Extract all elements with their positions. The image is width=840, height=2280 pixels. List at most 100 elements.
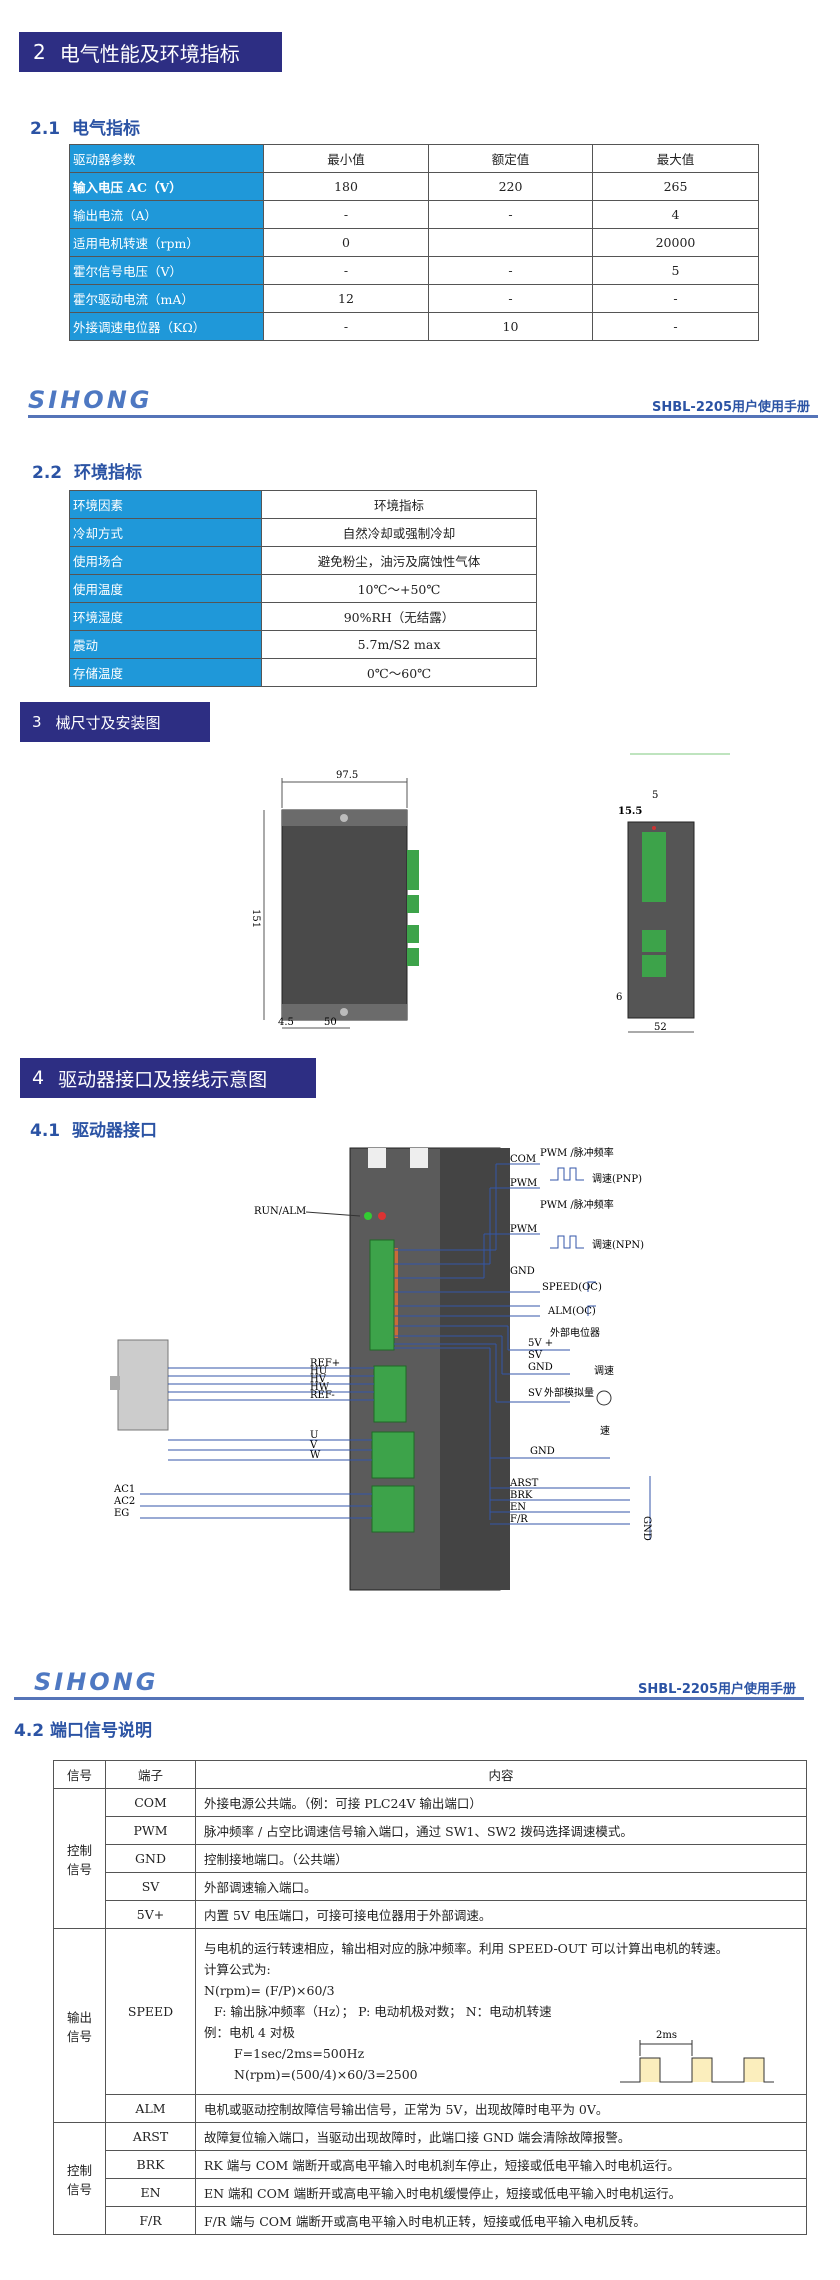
label-pwm-freq-2: PWM /脉冲频率: [540, 1198, 614, 1211]
run-alm-label: RUN/ALM: [254, 1206, 306, 1217]
table-header-cell: 环境指标: [261, 490, 537, 519]
table-row: 霍尔信号电压（V） - - 5: [69, 256, 759, 285]
label-adjust: 调速: [594, 1365, 614, 1377]
content-cell: F/R 端与 COM 端断开或高电平输入时电机正转，短接或低电平输入电机反转。: [195, 2206, 807, 2235]
content-cell: 脉冲频率 / 占空比调速信号输入端口，通过 SW1、SW2 拨码选择调速模式。: [195, 1816, 807, 1845]
table-header-cell: 信号: [53, 1760, 106, 1789]
label-ac2: AC2: [113, 1496, 135, 1507]
speed-line: N(rpm)=(500/4)×60/3=2500: [234, 2067, 418, 2082]
label-eg: EG: [114, 1508, 129, 1519]
signal-description-table: 信号 端子 内容 控制信号 COM 外接电源公共端。（例：可接 PLC24V 输…: [53, 1760, 807, 2235]
terminal-cell: ARST: [105, 2122, 196, 2151]
table-cell: 冷却方式: [69, 518, 262, 547]
dim-offset-label: 4.5: [278, 1017, 294, 1028]
subsection-title: 驱动器接口: [71, 1121, 157, 1141]
table-cell: 20000: [592, 228, 759, 257]
table-header-cell: 端子: [105, 1760, 196, 1789]
potentiometer-icon: [596, 1390, 612, 1406]
label-ref-minus: REF-: [310, 1390, 335, 1401]
section-title: 电气性能及环境指标: [59, 41, 240, 66]
alarm-led: [378, 1212, 386, 1220]
terminal-cell: EN: [105, 2178, 196, 2207]
label-pwm-freq-1: PWM /脉冲频率: [540, 1146, 614, 1159]
table-row: EN EN 端和 COM 端断开或高电平输入时电机缓慢停止，短接或低电平输入时电…: [54, 2178, 807, 2207]
table-cell: 输入电压 AC（V）: [69, 172, 264, 201]
table-cell: 4: [592, 200, 759, 229]
dimension-drawing: 97.5 151 4.5 50 5 15.5 6 52: [250, 753, 730, 1033]
content-cell: 控制接地端口。（公共端）: [195, 1844, 807, 1873]
table-cell: 0℃～60℃: [261, 658, 537, 687]
label-hu: HU: [310, 1366, 327, 1377]
table-row: F/R F/R 端与 COM 端断开或高电平输入时电机正转，短接或低电平输入电机…: [54, 2206, 807, 2235]
terminal-cell: SV: [105, 1872, 196, 1901]
table-cell: -: [263, 312, 429, 341]
subsection-number: 4.1: [30, 1121, 61, 1141]
speed-line: 例：电机 4 对极: [204, 2025, 295, 2040]
table-row: GND 控制接地端口。（公共端）: [54, 1844, 807, 1873]
section-number: 4: [32, 1067, 45, 1089]
table-cell: -: [428, 200, 593, 229]
label-v: V: [309, 1440, 318, 1451]
table-row: SV 外部调速输入端口。: [54, 1872, 807, 1901]
table-row: ALM 电机或驱动控制故障信号输出信号，正常为 5V，出现故障时电平为 0V。: [54, 2094, 807, 2123]
table-cell: -: [263, 200, 429, 229]
table-row: 使用场合避免粉尘，油污及腐蚀性气体: [69, 546, 537, 575]
control-terminal: [369, 1239, 395, 1351]
brand-logo: SIHONG: [34, 1668, 159, 1696]
label-brk: BRK: [510, 1490, 533, 1501]
content-cell: 电机或驱动控制故障信号输出信号，正常为 5V，出现故障时电平为 0V。: [195, 2094, 807, 2123]
dim-width-label: 97.5: [336, 770, 358, 781]
electrical-spec-table: 驱动器参数 最小值 额定值 最大值 输入电压 AC（V） 180 220 265…: [69, 144, 759, 341]
subsection-number: 2.2: [32, 463, 63, 483]
table-row: 输出信号 SPEED 与电机的运行转速相应，输出相对应的脉冲频率。利用 SPEE…: [53, 1928, 807, 2123]
label-com: COM: [510, 1154, 536, 1165]
subsection-title: 环境指标: [73, 463, 142, 483]
label-5v: 5V +: [528, 1338, 553, 1349]
section-4-banner: 4 驱动器接口及接线示意图: [20, 1058, 316, 1098]
table-row: 控制信号 ARST 故障复位输入端口，当驱动出现故障时，此端口接 GND 端会清…: [53, 2122, 807, 2235]
label-ac1: AC1: [113, 1484, 135, 1495]
content-cell: EN 端和 COM 端断开或高电平输入时电机缓慢停止，短接或低电平输入时电机运行…: [195, 2178, 807, 2207]
environment-spec-table: 环境因素 环境指标 冷却方式自然冷却或强制冷却 使用场合避免粉尘，油污及腐蚀性气…: [69, 490, 537, 687]
label-npn: 调速(NPN): [592, 1239, 644, 1251]
table-cell: 输出电流（A）: [69, 200, 264, 229]
terminal-cell: 5V+: [105, 1900, 196, 1929]
pulse-waveform: 2ms: [620, 2030, 774, 2083]
table-row: 冷却方式自然冷却或强制冷却: [69, 518, 537, 547]
subsection-2-2-heading: 2.2 环境指标: [32, 458, 142, 483]
terminal-cell: PWM: [105, 1816, 196, 1845]
terminal-cell: F/R: [105, 2206, 196, 2235]
table-cell: 使用场合: [69, 546, 262, 575]
wiring-diagram: RUN/ALM PWM /脉冲频率 COM PWM 调速(PNP) PWM /脉…: [110, 1146, 652, 1591]
table-row: 控制信号 COM 外接电源公共端。（例：可接 PLC24V 输出端口）: [53, 1788, 807, 1929]
label-ref-plus: REF+: [310, 1358, 340, 1369]
page-header-bar: SIHONG SHBL-2205用户使用手册: [28, 386, 818, 418]
label-sv-2: SV: [528, 1388, 543, 1399]
manual-title: SHBL-2205用户使用手册: [651, 400, 810, 415]
table-cell: 5.7m/S2 max: [261, 630, 537, 659]
label-ext-analog: 外部模拟量: [544, 1386, 594, 1399]
table-cell: 220: [428, 172, 593, 201]
content-cell: 外接电源公共端。（例：可接 PLC24V 输出端口）: [195, 1788, 807, 1817]
section-number: 2: [33, 40, 46, 64]
table-row: 适用电机转速（rpm） 0 20000: [69, 228, 759, 257]
page-header-bar: SIHONG SHBL-2205用户使用手册: [14, 1668, 804, 1700]
table-cell: 适用电机转速（rpm）: [69, 228, 264, 257]
table-row: 输入电压 AC（V） 180 220 265: [69, 172, 759, 201]
period-label: 2ms: [656, 2030, 677, 2041]
table-header-cell: 内容: [195, 1760, 807, 1789]
label-arst: ARST: [509, 1478, 539, 1489]
table-cell: 自然冷却或强制冷却: [261, 518, 537, 547]
label-speed-word: 速: [600, 1425, 610, 1437]
section-number: 3: [32, 713, 42, 731]
label-u: U: [310, 1430, 318, 1441]
motor-terminal: [371, 1431, 415, 1479]
subsection-4-2-heading: 4.2 端口信号说明: [14, 1721, 153, 1741]
label-hv: HV: [310, 1374, 327, 1385]
dim-side-offset: 15.5: [618, 806, 642, 817]
table-cell: -: [592, 312, 759, 341]
speed-line: 计算公式为:: [204, 1962, 271, 1977]
content-cell: 内置 5V 电压端口，可接可接电位器用于外部调速。: [195, 1900, 807, 1929]
terminal-cell: GND: [105, 1844, 196, 1873]
